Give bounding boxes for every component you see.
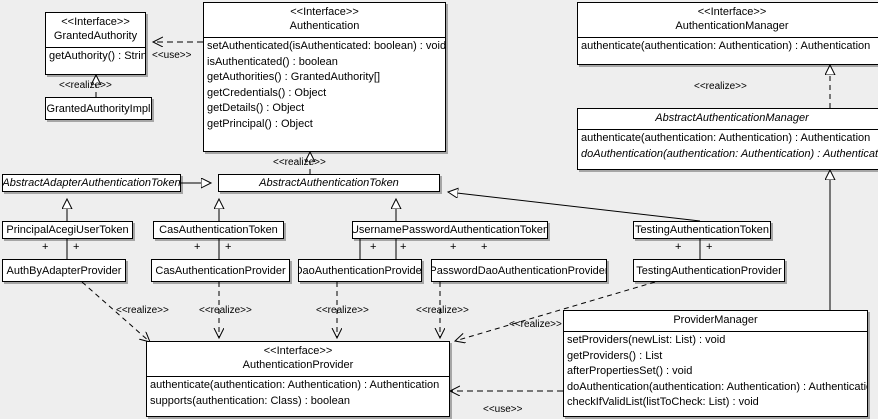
association-marker: + [706, 241, 713, 253]
class-name: GrantedAuthority [53, 30, 138, 42]
operation: supports(authentication: Class) : boolea… [150, 394, 350, 407]
association-marker: + [42, 241, 49, 253]
operation: afterPropertiesSet() : void [567, 365, 693, 378]
class-header: <<Interface>> GrantedAuthority [46, 13, 145, 47]
operation: getCredentials() : Object [207, 86, 327, 99]
class-header: <<Interface>> AuthenticationProvider [147, 342, 449, 376]
class-authentication-provider[interactable]: <<Interface>> AuthenticationProvider aut… [146, 341, 450, 417]
class-name: UsernamePasswordAuthenticationToken [352, 224, 548, 236]
class-granted-authority[interactable]: <<Interface>> GrantedAuthority getAuthor… [45, 12, 146, 75]
class-name: GrantedAuthorityImpl [46, 102, 151, 115]
association-marker: + [194, 241, 201, 253]
stereotype-interface: <<Interface>> [263, 345, 333, 357]
operation: setProviders(newList: List) : void [567, 334, 726, 346]
edge-label-use-provider-manager: <<use>> [483, 404, 523, 415]
class-abstract-authentication-token[interactable]: AbstractAuthenticationToken [218, 174, 440, 192]
edge-label-use-granted-authority: <<use>> [152, 50, 192, 61]
edge-label-realize-abstract-authentication-token: <<realize>> [273, 157, 326, 168]
class-cas-authentication-provider[interactable]: CasAuthenticationProvider [151, 259, 290, 282]
association-marker: + [675, 241, 682, 253]
class-cas-authentication-token[interactable]: CasAuthenticationToken [153, 221, 284, 239]
association-marker: + [400, 241, 407, 253]
class-name: CasAuthenticationProvider [155, 264, 286, 277]
class-name: AbstractAuthenticationToken [259, 177, 399, 189]
class-name: PrincipalAcegiUserToken [6, 224, 129, 236]
operation: getDetails() : Object [207, 102, 305, 115]
operation: authenticate(authentication: Authenticat… [581, 132, 871, 144]
class-dao-authentication-provider[interactable]: DaoAuthenticationProvider [298, 259, 422, 282]
operations-compartment: setAuthenticated(isAuthenticated: boolea… [204, 37, 445, 134]
edge-label-realize-granted-authority-impl: <<realize>> [59, 80, 112, 91]
association-marker: + [73, 241, 80, 253]
edge-label-realize-dao-provider: <<realize>> [316, 305, 369, 316]
association-marker: + [450, 241, 457, 253]
operation: doAuthentication(authentication: Authent… [581, 147, 878, 160]
operation: setAuthenticated(isAuthenticated: boolea… [207, 40, 446, 52]
stereotype-interface: <<Interface>> [61, 16, 130, 28]
class-name: TestingAuthenticationProvider [636, 264, 782, 277]
class-abstract-adapter-authentication-token[interactable]: AbstractAdapterAuthenticationToken [2, 174, 181, 192]
operation: authenticate(authentication: Authenticat… [581, 40, 871, 52]
class-name: Authentication [289, 20, 360, 32]
edge-label-realize-abstract-authentication-manager: <<realize>> [694, 81, 747, 92]
edge-label-realize-password-dao-provider: <<realize>> [416, 305, 469, 316]
class-auth-by-adapter-provider[interactable]: AuthByAdapterProvider [2, 259, 126, 282]
operations-compartment: authenticate(authentication: Authenticat… [147, 376, 449, 410]
class-header: <<Interface>> AuthenticationManager [578, 3, 878, 37]
operation: getAuthorities() : GrantedAuthority[] [207, 71, 381, 84]
class-password-dao-authentication-provider[interactable]: PasswordDaoAuthenticationProvider [431, 259, 607, 282]
operation: isAuthenticated() : boolean [207, 55, 338, 68]
class-username-password-authentication-token[interactable]: UsernamePasswordAuthenticationToken [352, 221, 548, 239]
class-header: <<Interface>> Authentication [204, 3, 445, 37]
class-granted-authority-impl[interactable]: GrantedAuthorityImpl [45, 97, 152, 120]
operation: doAuthentication(authentication: Authent… [567, 380, 868, 393]
operation: authenticate(authentication: Authenticat… [150, 379, 440, 391]
class-header: AbstractAuthenticationManager [578, 109, 878, 129]
class-name: ProviderManager [673, 314, 758, 326]
class-name: CasAuthenticationToken [159, 224, 278, 236]
class-name: AbstractAdapterAuthenticationToken [2, 177, 181, 189]
class-name: PasswordDaoAuthenticationProvider [431, 264, 607, 277]
class-name: DaoAuthenticationProvider [298, 264, 422, 277]
class-abstract-authentication-manager[interactable]: AbstractAuthenticationManager authentica… [577, 108, 878, 170]
association-marker: + [225, 241, 232, 253]
class-authentication[interactable]: <<Interface>> Authentication setAuthenti… [203, 2, 446, 152]
operation: getPrincipal() : Object [207, 117, 313, 130]
class-name: TestingAuthenticationToken [635, 224, 769, 236]
stereotype-interface: <<Interface>> [290, 6, 359, 18]
operation: getProviders() : List [567, 349, 663, 362]
edge-label-realize-testing-provider: <<realize>> [509, 319, 562, 330]
association-marker: + [370, 241, 377, 253]
class-testing-authentication-token[interactable]: TestingAuthenticationToken [633, 221, 771, 239]
operation: checkIfValidList(listToCheck: List) : vo… [567, 396, 759, 409]
class-principal-acegi-user-token[interactable]: PrincipalAcegiUserToken [2, 221, 133, 239]
class-header: ProviderManager [564, 311, 867, 331]
stereotype-interface: <<Interface>> [697, 6, 767, 18]
operations-compartment: setProviders(newList: List) : void getPr… [564, 331, 867, 412]
edge-label-realize-auth-by-adapter-provider: <<realize>> [116, 305, 169, 316]
class-testing-authentication-provider[interactable]: TestingAuthenticationProvider [633, 259, 785, 282]
class-authentication-manager[interactable]: <<Interface>> AuthenticationManager auth… [577, 2, 878, 65]
association-marker: + [481, 241, 488, 253]
class-name: AuthenticationManager [675, 20, 789, 32]
class-name: AuthByAdapterProvider [6, 264, 122, 277]
operation: getAuthority() : String [49, 50, 146, 62]
class-name: AbstractAuthenticationManager [655, 112, 809, 124]
class-name: AuthenticationProvider [242, 359, 354, 371]
class-provider-manager[interactable]: ProviderManager setProviders(newList: Li… [563, 310, 868, 417]
operations-compartment: authenticate(authentication: Authenticat… [578, 37, 878, 56]
edge-label-realize-cas-provider: <<realize>> [199, 305, 252, 316]
operations-compartment: authenticate(authentication: Authenticat… [578, 129, 878, 163]
operations-compartment: getAuthority() : String [46, 47, 145, 66]
